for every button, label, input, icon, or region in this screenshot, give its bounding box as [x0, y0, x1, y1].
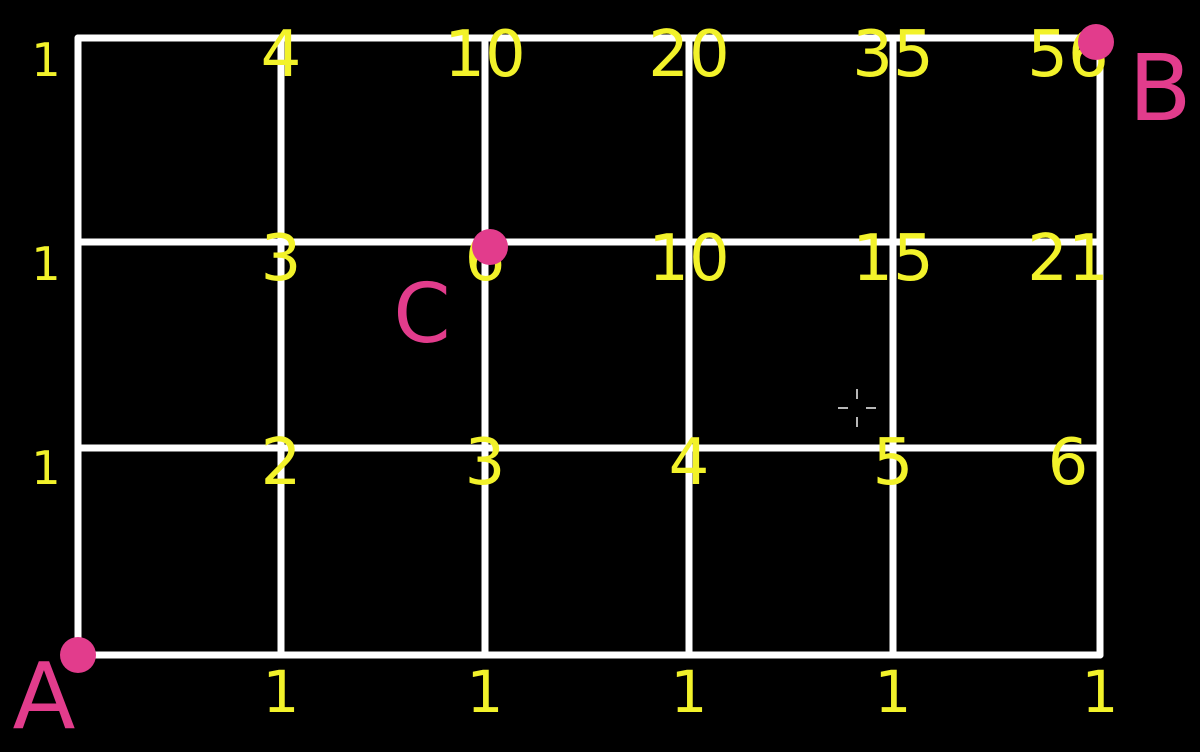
path-count-label: 4: [261, 18, 302, 92]
point-c-label: C: [393, 267, 450, 362]
point-a-dot: [60, 637, 96, 673]
path-count-label: 20: [648, 18, 729, 92]
path-count-label: 3: [261, 222, 302, 296]
grid-lines: [74, 34, 1104, 659]
path-count-label: 1: [31, 441, 60, 495]
path-count-label: 1: [467, 658, 504, 726]
point-b-dot: [1078, 24, 1114, 60]
point-c-dot: [472, 229, 508, 265]
path-count-label: 4: [669, 426, 710, 500]
path-count-label: 5: [873, 426, 914, 500]
path-count-label: 1: [671, 658, 708, 726]
point-b-label: B: [1128, 35, 1191, 142]
path-count-label: 1: [31, 33, 60, 87]
path-count-label: 10: [648, 222, 729, 296]
path-count-label: 1: [263, 658, 300, 726]
path-count-label: 6: [1048, 426, 1089, 500]
point-markers: A B C: [13, 24, 1192, 750]
crosshair-cursor-icon: [838, 389, 876, 427]
path-count-label: 10: [444, 18, 525, 92]
path-count-labels: 111111234561361015211410203556: [31, 18, 1118, 726]
path-count-label: 2: [261, 426, 302, 500]
path-count-label: 3: [465, 426, 506, 500]
path-count-label: 35: [852, 18, 933, 92]
path-count-label: 1: [1082, 658, 1119, 726]
path-count-label: 21: [1027, 222, 1108, 296]
path-count-label: 1: [875, 658, 912, 726]
point-a-label: A: [13, 643, 76, 750]
path-count-label: 1: [31, 237, 60, 291]
path-count-label: 15: [852, 222, 933, 296]
